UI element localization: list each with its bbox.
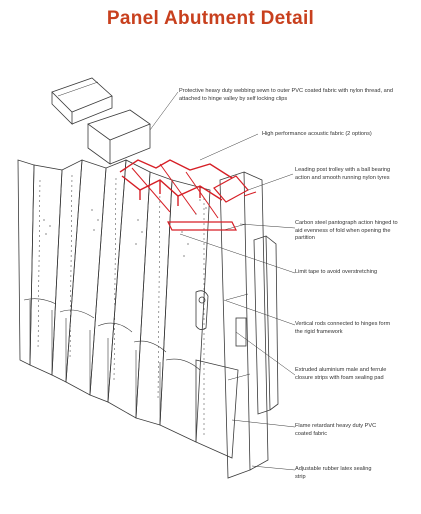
callout-extruded-aluminium: Extruded aluminium male and ferrule clos… bbox=[295, 367, 387, 381]
callout-leading-post-trolley: Leading post trolley with a ball bearing… bbox=[295, 167, 391, 181]
folding-panels bbox=[17, 77, 279, 479]
diagram-title: Panel Abutment Detail bbox=[106, 8, 315, 29]
callout-flame-retardant-fabric: Flame retardant heavy duty PVC coated fa… bbox=[295, 423, 377, 437]
callout-vertical-rods: Vertical rods connected to hinges form t… bbox=[295, 321, 391, 335]
callout-webbing: Protective heavy duty webbing sewn to ou… bbox=[179, 88, 393, 102]
callout-rubber-sealing-strip: Adjustable rubber latex sealing strip bbox=[295, 466, 372, 480]
leader-lines bbox=[149, 91, 296, 471]
callout-limit-tape: Limit tape to avoid overstretching bbox=[295, 269, 378, 275]
callout-pantograph: Carbon steel pantograph action hinged to… bbox=[295, 220, 398, 242]
callout-acoustic-fabric: High performance acoustic fabric (2 opti… bbox=[262, 131, 372, 137]
hinge-mechanism-highlight bbox=[119, 159, 257, 231]
